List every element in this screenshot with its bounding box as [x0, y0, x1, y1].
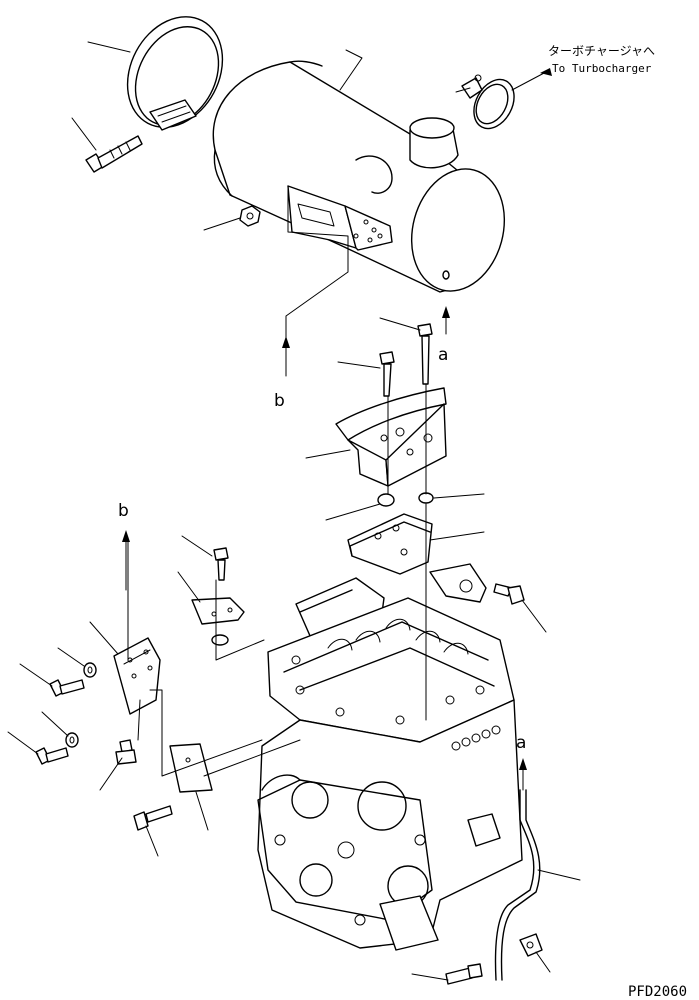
- muffler-bracket: [335, 387, 447, 487]
- leader-lines: [7, 41, 581, 981]
- left-washers-bolts: [35, 662, 137, 765]
- muffler: [212, 60, 506, 293]
- left-bracket: [113, 637, 161, 715]
- direction-arrows: [122, 68, 552, 791]
- turbo-en-label: To Turbocharger: [552, 62, 652, 75]
- turbo-clamp: [461, 74, 515, 130]
- clamp-bolt: [85, 135, 143, 173]
- ref-letter-a-right: a: [516, 733, 526, 753]
- ref-letter-a-top: a: [438, 345, 448, 365]
- lower-plate: [169, 743, 213, 793]
- alignment-lines: [127, 185, 427, 777]
- turbo-jp-label: ターボチャージャへ: [548, 44, 655, 58]
- mounting-bolts: [379, 323, 433, 397]
- engine-block: [257, 699, 523, 951]
- muffler-nut: [239, 205, 261, 227]
- valve-rockers: [291, 618, 485, 725]
- pipe-clamp: [519, 933, 543, 957]
- side-bolt: [493, 583, 525, 605]
- injection-line-row: [451, 725, 501, 751]
- small-plate: [191, 547, 245, 646]
- pipe: [494, 789, 541, 981]
- band-clamp: [126, 16, 224, 131]
- drawing-code: PFD2060: [628, 984, 687, 1000]
- bottom-bolt: [445, 963, 483, 985]
- lower-bolt: [133, 805, 173, 831]
- bracket-block: [347, 513, 433, 575]
- ref-letter-b-left: b: [118, 501, 129, 521]
- side-bracket: [429, 563, 487, 603]
- engine-head: [267, 577, 515, 743]
- ref-letter-b-top: b: [274, 391, 285, 411]
- spacer-collars: [377, 492, 434, 507]
